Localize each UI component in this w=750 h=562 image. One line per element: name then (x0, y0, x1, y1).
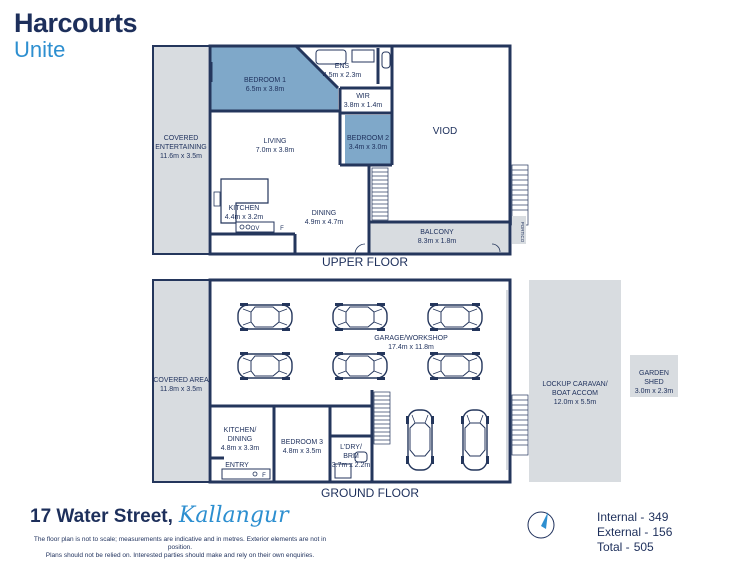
bedroom-1-label: BEDROOM 1 (244, 77, 286, 84)
lockup-caravan-area (529, 280, 621, 482)
kitchen-label: KITCHEN (229, 205, 260, 212)
area-external-value: 156 (652, 525, 673, 539)
wir-dims: 3.8m x 1.4m (344, 102, 383, 109)
logo-line-2: Unite (14, 37, 66, 62)
balcony-dims: 8.3m x 1.8m (418, 238, 457, 245)
garden-shed-dims: 3.0m x 2.3m (635, 388, 674, 395)
dining-label: DINING (312, 210, 337, 217)
ground-kitchen-label-2: DINING (228, 436, 253, 443)
portico-label: PORTICO (520, 222, 525, 243)
entry-label: ENTRY (225, 462, 249, 469)
area-external: External -156 (597, 525, 672, 540)
viod-label: VIOD (433, 126, 457, 137)
bedroom-3-dims: 4.8m x 3.5m (283, 448, 322, 455)
garage-label: GARAGE/WORKSHOP (374, 335, 448, 342)
bedroom-1-dims: 6.5m x 3.8m (246, 86, 285, 93)
ground-floor: GARAGE/WORKSHOP 17.4m x 11.8m COVERED AR… (152, 278, 678, 500)
covered-entertaining-dims: 11.6m x 3.5m (160, 153, 202, 160)
disclaimer-line-2: Plans should not be relied on. Intereste… (45, 552, 315, 559)
compass-icon (527, 511, 555, 539)
area-total: Total -505 (597, 540, 672, 555)
bedroom-1-highlight (211, 47, 338, 110)
covered-area-dims: 11.8m x 3.5m (160, 386, 202, 393)
garden-shed-label-2: SHED (644, 379, 663, 386)
logo-line-1: Harcourts (14, 8, 138, 38)
property-address: 17 Water Street,Kallangur (30, 503, 289, 528)
covered-entertaining-label-2: ENTERTAINING (155, 144, 206, 151)
oven-label: OV (251, 226, 260, 232)
fridge-label-upper: F (280, 226, 284, 232)
bedroom-2-label: BEDROOM 2 (347, 135, 389, 142)
ground-kitchen-dims: 4.8m x 3.3m (221, 445, 260, 452)
balcony-area (369, 222, 510, 254)
garden-shed-area (630, 355, 678, 397)
area-internal-label: Internal - (597, 510, 645, 524)
ensuite-label: ENS (335, 63, 350, 70)
bedroom-2-highlight (345, 115, 391, 165)
ground-kitchen-label-1: KITCHEN/ (224, 427, 257, 434)
disclaimer-line-1: The floor plan is not to scale; measurem… (33, 536, 327, 551)
area-total-label: Total - (597, 540, 630, 554)
upper-inner-wall (208, 44, 512, 256)
lockup-caravan-label-2: BOAT ACCOM (552, 390, 598, 397)
bedroom-2-dims: 3.4m x 3.0m (349, 144, 388, 151)
covered-area (153, 280, 208, 482)
garage-cars (237, 302, 490, 471)
covered-entertaining-label-1: COVERED (164, 135, 199, 142)
ground-floor-title: GROUND FLOOR (321, 486, 419, 500)
ground-inner-wall (208, 278, 512, 484)
living-label: LIVING (264, 138, 287, 145)
garage-dims: 17.4m x 11.8m (388, 344, 434, 351)
wir-label: WIR (356, 93, 370, 100)
covered-area-label: COVERED AREA (153, 377, 209, 384)
portico-area (512, 216, 526, 244)
laundry-label-1: L'DRY/ (340, 444, 362, 451)
harcourts-logo: Harcourts Unite (14, 8, 138, 62)
disclaimer: The floor plan is not to scale; measurem… (30, 536, 330, 560)
balcony-label: BALCONY (420, 229, 454, 236)
upper-floor-title: UPPER FLOOR (322, 255, 408, 269)
address-suburb: Kallangur (178, 503, 289, 528)
area-total-value: 505 (633, 540, 654, 554)
living-dims: 7.0m x 3.8m (256, 147, 295, 154)
garden-shed-label-1: GARDEN (639, 370, 669, 377)
address-street: 17 Water Street, (30, 506, 173, 527)
fridge-label-ground: F (262, 473, 266, 479)
covered-entertaining-area (153, 46, 208, 254)
area-internal-value: 349 (648, 510, 669, 524)
bedroom-3-label: BEDROOM 3 (281, 439, 323, 446)
upper-floor: BEDROOM 1 6.5m x 3.8m ENS 4.5m x 2.3m WI… (152, 44, 529, 269)
ensuite-dims: 4.5m x 2.3m (323, 72, 362, 79)
area-summary: Internal -349 External -156 Total -505 (597, 510, 672, 555)
laundry-label-2: BRM (343, 453, 359, 460)
lockup-caravan-label-1: LOCKUP CARAVAN/ (542, 381, 607, 388)
kitchen-dims: 4.4m x 3.2m (225, 214, 264, 221)
area-internal: Internal -349 (597, 510, 672, 525)
dining-dims: 4.9m x 4.7m (305, 219, 344, 226)
laundry-dims: 3.7m x 2.2m (332, 462, 371, 469)
area-external-label: External - (597, 525, 649, 539)
lockup-caravan-dims: 12.0m x 5.5m (554, 399, 597, 406)
